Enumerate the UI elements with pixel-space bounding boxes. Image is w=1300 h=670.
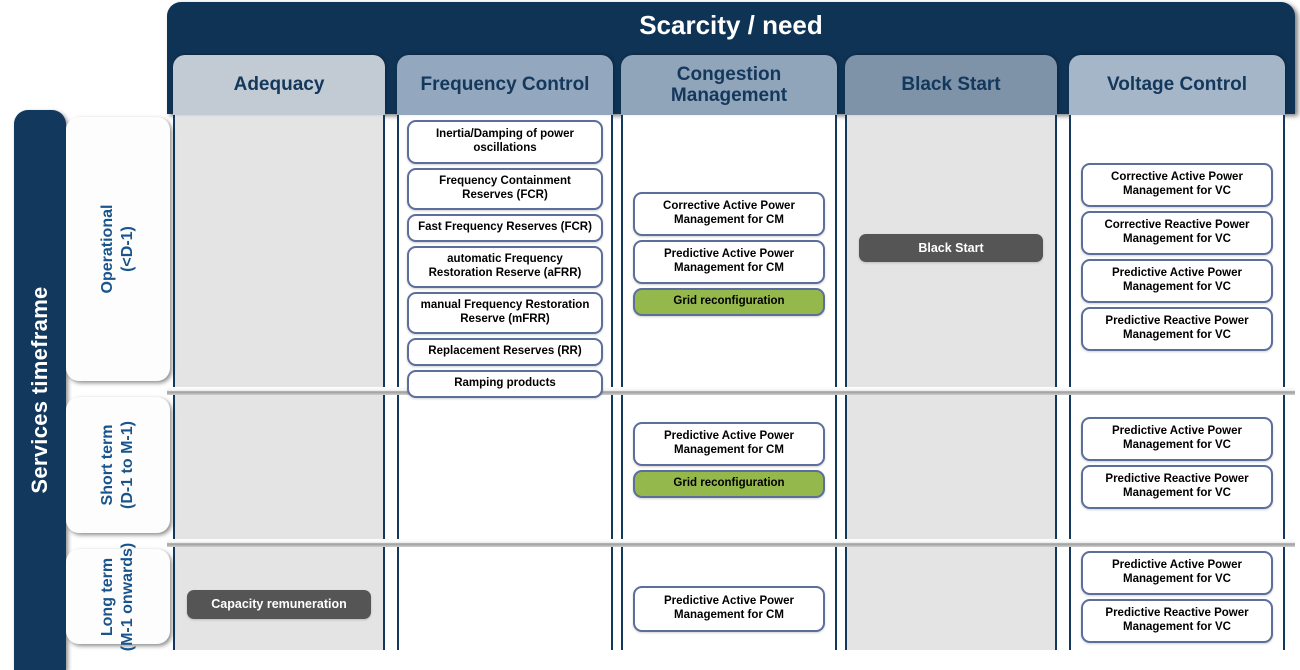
service-box[interactable]: Grid reconfiguration: [633, 470, 825, 498]
row-label-longterm[interactable]: Long term(M-1 onwards): [66, 542, 170, 651]
cell-shortterm-congestion: Predictive Active Power Management for C…: [633, 422, 825, 498]
column-header-voltage[interactable]: Voltage Control: [1069, 55, 1285, 115]
cell-longterm-voltage: Predictive Active Power Management for V…: [1081, 551, 1273, 643]
service-box[interactable]: Grid reconfiguration: [633, 288, 825, 316]
service-box-label: Corrective Active Power Management for V…: [1111, 171, 1243, 197]
service-box-label: Inertia/Damping of power oscillations: [435, 128, 574, 154]
row-label-text: Operational(<D-1): [99, 204, 136, 294]
column-header-congestion[interactable]: Congestion Management: [621, 55, 837, 115]
service-box[interactable]: Corrective Active Power Management for C…: [633, 192, 825, 236]
cell-operational-voltage: Corrective Active Power Management for V…: [1081, 163, 1273, 351]
service-box-label: Black Start: [918, 240, 984, 255]
column-header-blackstart[interactable]: Black Start: [845, 55, 1057, 115]
row-label-text: Long term(M-1 onwards): [99, 542, 136, 651]
column-header-frequency[interactable]: Frequency Control: [397, 55, 613, 115]
service-box[interactable]: Predictive Active Power Management for V…: [1081, 551, 1273, 595]
service-box[interactable]: Predictive Active Power Management for V…: [1081, 259, 1273, 303]
cell-longterm-congestion: Predictive Active Power Management for C…: [633, 586, 825, 632]
column-header-label: Frequency Control: [420, 74, 590, 96]
service-box[interactable]: Predictive Active Power Management for C…: [633, 422, 825, 466]
service-box[interactable]: manual Frequency Restoration Reserve (mF…: [407, 292, 603, 334]
cell-shortterm-voltage: Predictive Active Power Management for V…: [1081, 417, 1273, 509]
service-box-label: Predictive Reactive Power Management for…: [1105, 473, 1249, 499]
service-box-label: manual Frequency Restoration Reserve (mF…: [420, 299, 590, 325]
service-box-label: Capacity remuneration: [211, 597, 347, 612]
service-box-label: Predictive Active Power Management for V…: [1112, 559, 1242, 585]
service-box-label: Predictive Reactive Power Management for…: [1105, 315, 1249, 341]
column-header-label: Congestion Management: [670, 63, 788, 106]
service-box[interactable]: Predictive Reactive Power Management for…: [1081, 465, 1273, 509]
row-label-text: Short term(D-1 to M-1): [99, 421, 136, 509]
service-box[interactable]: automatic Frequency Restoration Reserve …: [407, 246, 603, 288]
service-box[interactable]: Capacity remuneration: [187, 590, 371, 619]
column-header-label: Voltage Control: [1106, 74, 1248, 96]
service-box[interactable]: Corrective Active Power Management for V…: [1081, 163, 1273, 207]
service-box[interactable]: Black Start: [859, 234, 1043, 262]
service-box-label: Ramping products: [454, 377, 556, 390]
services-scarcity-matrix: Services timeframe Scarcity / need Adequ…: [14, 2, 1295, 670]
service-box[interactable]: Corrective Reactive Power Management for…: [1081, 211, 1273, 255]
service-box[interactable]: Inertia/Damping of power oscillations: [407, 120, 603, 164]
row-label-operational[interactable]: Operational(<D-1): [66, 117, 170, 381]
services-timeframe-label: Services timeframe: [27, 286, 52, 494]
service-box-label: Fast Frequency Reserves (FCR): [418, 221, 592, 234]
service-box-label: Predictive Active Power Management for C…: [664, 595, 794, 621]
service-box-label: Predictive Active Power Management for V…: [1112, 267, 1242, 293]
scarcity-need-title: Scarcity / need: [639, 10, 823, 40]
service-box[interactable]: Replacement Reserves (RR): [407, 338, 603, 366]
column-header-label: Adequacy: [233, 74, 325, 96]
cell-longterm-adequacy: Capacity remuneration: [187, 590, 371, 619]
cell-operational-congestion: Corrective Active Power Management for C…: [633, 192, 825, 316]
service-box[interactable]: Predictive Active Power Management for V…: [1081, 417, 1273, 461]
service-box-label: Frequency Containment Reserves (FCR): [439, 175, 571, 201]
service-box-label: Grid reconfiguration: [673, 477, 785, 490]
service-box-label: Replacement Reserves (RR): [428, 345, 582, 358]
column-body-adequacy: [173, 113, 385, 650]
service-box[interactable]: Predictive Reactive Power Management for…: [1081, 599, 1273, 643]
column-header-label: Black Start: [901, 74, 1001, 96]
service-box-label: Predictive Active Power Management for C…: [664, 430, 794, 456]
service-box-label: automatic Frequency Restoration Reserve …: [428, 253, 582, 279]
service-box[interactable]: Frequency Containment Reserves (FCR): [407, 168, 603, 210]
service-box-label: Predictive Reactive Power Management for…: [1105, 607, 1249, 633]
service-box-label: Predictive Active Power Management for C…: [664, 248, 794, 274]
service-box[interactable]: Fast Frequency Reserves (FCR): [407, 214, 603, 242]
service-box-label: Corrective Reactive Power Management for…: [1104, 219, 1250, 245]
column-header-adequacy[interactable]: Adequacy: [173, 55, 385, 115]
column-body-blackstart: [845, 113, 1057, 650]
row-label-shortterm[interactable]: Short term(D-1 to M-1): [66, 397, 170, 533]
service-box[interactable]: Predictive Active Power Management for C…: [633, 240, 825, 284]
service-box-label: Grid reconfiguration: [673, 295, 785, 308]
service-box-label: Predictive Active Power Management for V…: [1112, 425, 1242, 451]
services-timeframe-panel: Services timeframe: [14, 110, 66, 670]
service-box-label: Corrective Active Power Management for C…: [663, 200, 795, 226]
service-box[interactable]: Ramping products: [407, 370, 603, 398]
cell-operational-blackstart: Black Start: [859, 234, 1043, 262]
service-box[interactable]: Predictive Active Power Management for C…: [633, 586, 825, 632]
service-box[interactable]: Predictive Reactive Power Management for…: [1081, 307, 1273, 351]
